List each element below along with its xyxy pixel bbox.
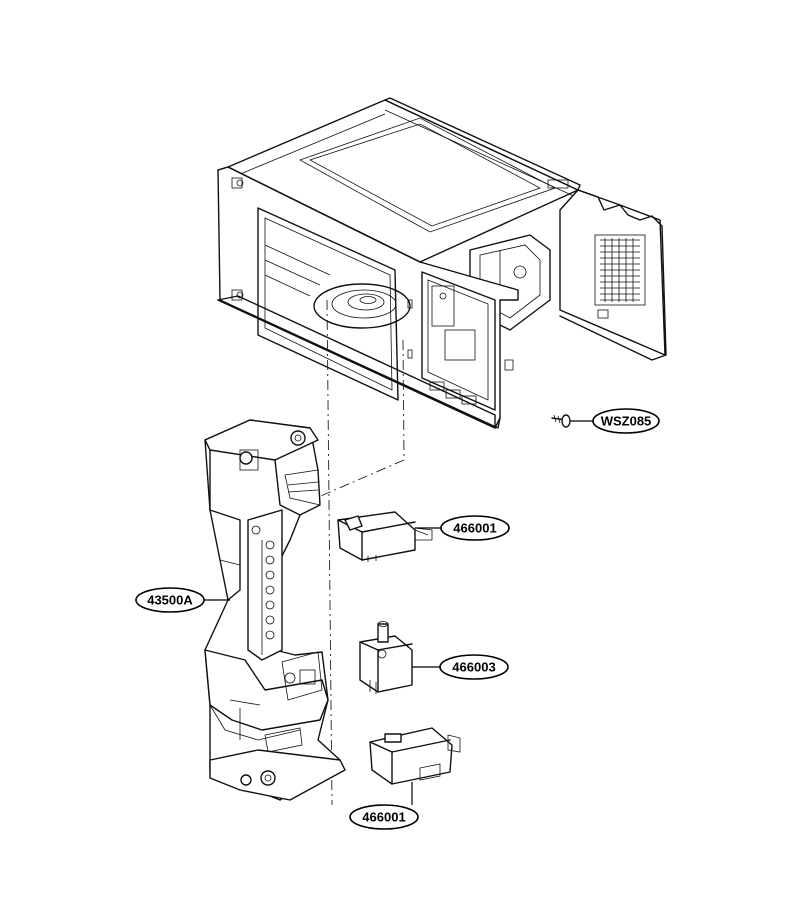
label-latch-frame: 43500A [147,593,193,608]
label-switch-top: 466001 [453,521,496,536]
vent-grille [600,238,640,302]
label-switch-middle: 466003 [452,660,495,675]
label-screw: WSZ085 [601,414,652,429]
micro-switch-top [337,511,433,562]
label-switch-bottom: 466001 [362,810,405,825]
screw [551,414,571,428]
callout-screw: WSZ085 [570,408,660,434]
callout-switch-middle: 466003 [412,654,509,680]
micro-switch-middle [359,621,413,694]
callout-latch-frame: 43500A [135,587,230,613]
door-latch-frame [204,419,346,801]
microwave-cavity-assembly [217,97,667,429]
callout-switch-top: 466001 [415,515,510,541]
callout-switch-bottom: 466001 [349,782,419,830]
micro-switch-bottom [369,727,461,785]
